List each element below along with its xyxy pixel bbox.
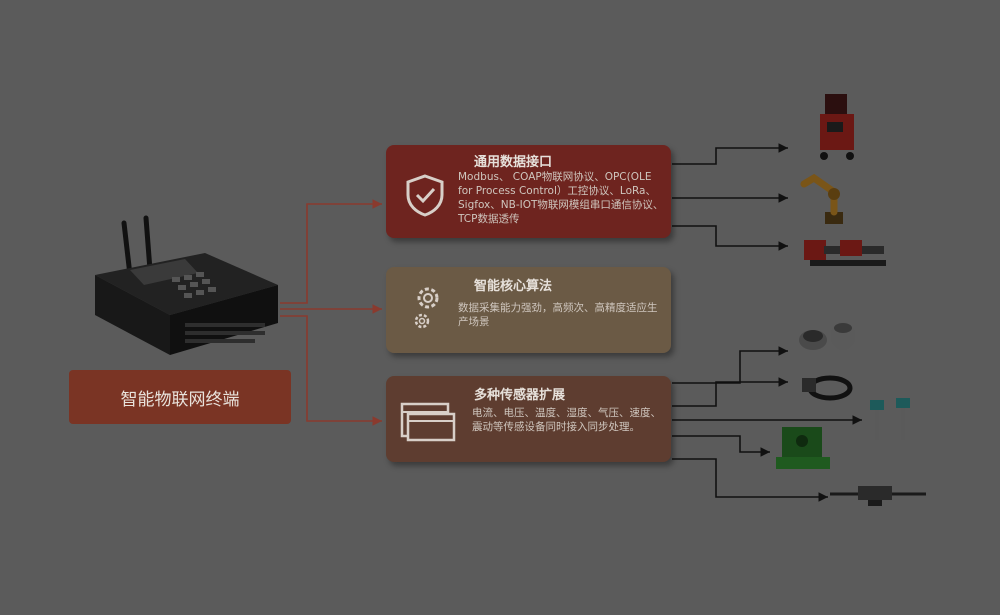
temperature-probe-icon	[870, 398, 910, 440]
card-title: 通用数据接口	[474, 155, 553, 170]
terminal-label: 智能物联网终端	[69, 370, 291, 424]
card-text: Modbus、 COAP物联网协议、OPC(OLE for Process Co…	[458, 171, 664, 225]
card-text: 数据采集能力强劲，高频次、高精度适应生产场景	[458, 302, 658, 328]
welding-machine-icon	[820, 94, 854, 160]
interface-card: 通用数据接口 Modbus、 COAP物联网协议、OPC(OLE for Pro…	[386, 145, 671, 238]
shield-check-icon	[406, 174, 444, 217]
robot-arm-icon	[800, 173, 843, 224]
card-title: 多种传感器扩展	[474, 388, 566, 403]
lathe-icon	[804, 240, 886, 266]
card-title: 智能核心算法	[474, 279, 553, 294]
sensor-card: 多种传感器扩展 电流、电压、温度、湿度、气压、速度、震动等传感设备同时接入同步处…	[386, 376, 671, 462]
link-to-box1	[280, 199, 382, 304]
current-sensor-icon	[799, 322, 855, 350]
windows-icon	[400, 402, 456, 442]
gears-icon	[414, 287, 439, 329]
clamp-sensor-icon	[802, 375, 853, 401]
algorithm-card: 智能核心算法 数据采集能力强劲，高频次、高精度适应生产场景	[386, 267, 671, 353]
card-text: 电流、电压、温度、湿度、气压、速度、震动等传感设备同时接入同步处理。	[472, 407, 661, 433]
iot-terminal-device	[95, 215, 278, 355]
transmitter-icon	[776, 427, 830, 469]
displacement-sensor-icon	[830, 486, 926, 506]
link-to-box3	[280, 315, 382, 426]
